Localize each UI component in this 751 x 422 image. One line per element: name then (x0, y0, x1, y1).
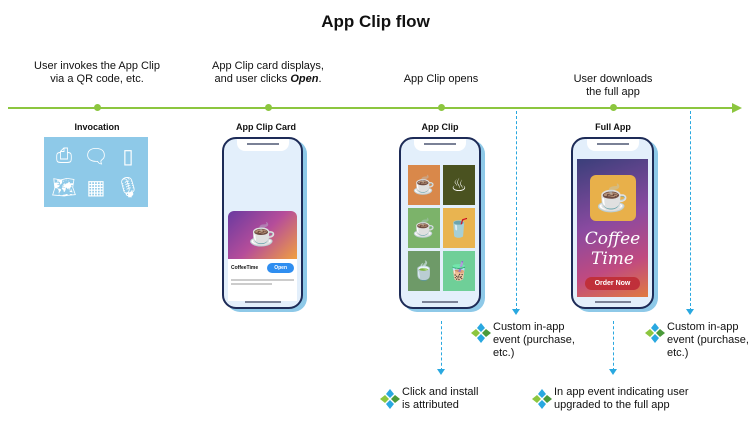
sublabel-app-clip-card: App Clip Card (236, 122, 296, 132)
dashed-connector (690, 111, 691, 311)
dashed-connector (516, 111, 517, 311)
nfc-reader-icon: ⎙ (56, 145, 72, 167)
qr-code-icon: ▦ (86, 177, 106, 199)
phone-full-app: ☕ Coffee Time Order Now (571, 137, 654, 309)
step-label-download: User downloads the full app (573, 73, 653, 98)
tea-icon[interactable]: 🍵 (408, 251, 440, 291)
hot-drink-icon[interactable]: ♨ (443, 165, 475, 205)
phone-icon: ▯ (122, 146, 134, 168)
sublabel-app-clip: App Clip (421, 122, 459, 132)
dashed-connector (613, 321, 614, 371)
app-clip-card[interactable]: ☕ CoffeeTime Open (228, 211, 297, 301)
appsflyer-logo-icon (380, 389, 400, 409)
sublabel-full-app: Full App (595, 122, 631, 132)
full-app-screen: ☕ Coffee Time Order Now (577, 159, 648, 297)
annotation-custom-event: Custom in-app event (purchase, etc.) (493, 321, 575, 359)
annotation-custom-event: Custom in-app event (purchase, etc.) (667, 321, 749, 359)
phone-app-clip-card: ☕ CoffeeTime Open (222, 137, 303, 309)
coffee-cup-icon[interactable]: ☕ (408, 165, 440, 205)
home-indicator (244, 301, 281, 303)
microphone-icon: 🎙 (115, 177, 141, 199)
arrow-down-icon (609, 369, 617, 375)
coffee-cup-icon: ☕ (589, 175, 636, 221)
home-indicator (594, 301, 631, 303)
diagram-title: App Clip flow (321, 12, 430, 31)
app-clip-menu: ☕ ♨ ☕ 🥤 🍵 🧋 (408, 165, 475, 291)
phone-app-clip: ☕ ♨ ☕ 🥤 🍵 🧋 (399, 137, 481, 309)
coffee-cup-icon: ☕ (228, 211, 297, 259)
step-label-opens: App Clip opens (403, 73, 479, 85)
timeline (8, 107, 734, 109)
timeline-dot (94, 104, 101, 111)
home-indicator (422, 301, 458, 303)
timeline-dot (265, 104, 272, 111)
phone-notch (236, 139, 289, 151)
step-label-invoke: User invokes the App Clip via a QR code,… (34, 60, 160, 85)
annotation-upgrade-event: In app event indicating user upgraded to… (554, 386, 689, 411)
phone-notch (586, 139, 639, 151)
app-name: CoffeeTime (231, 265, 259, 271)
appsflyer-logo-icon (532, 389, 552, 409)
timeline-dot (438, 104, 445, 111)
appsflyer-logo-icon (471, 323, 491, 343)
open-button[interactable]: Open (267, 263, 294, 273)
timeline-arrow-icon (732, 103, 742, 113)
app-title-line2: Time (591, 249, 634, 269)
sublabel-invocation: Invocation (74, 122, 120, 132)
appsflyer-logo-icon (645, 323, 665, 343)
coffee-cup-icon[interactable]: ☕ (408, 208, 440, 248)
order-now-button[interactable]: Order Now (584, 277, 641, 290)
step-label-card: App Clip card displays, and user clicks … (212, 60, 324, 85)
annotation-click-install: Click and install is attributed (402, 386, 479, 411)
timeline-dot (610, 104, 617, 111)
map-icon: 🗺 (51, 177, 77, 199)
takeaway-cup-icon[interactable]: 🥤 (443, 208, 475, 248)
iced-drink-icon[interactable]: 🧋 (443, 251, 475, 291)
dashed-connector (441, 321, 442, 371)
message-bubble-icon: 🗨 (83, 146, 109, 168)
phone-notch (414, 139, 466, 151)
invocation-methods: ⎙ 🗨 ▯ 🗺 ▦ 🎙 (44, 137, 148, 207)
arrow-down-icon (686, 309, 694, 315)
arrow-down-icon (437, 369, 445, 375)
app-title-line1: Coffee (584, 229, 641, 249)
arrow-down-icon (512, 309, 520, 315)
